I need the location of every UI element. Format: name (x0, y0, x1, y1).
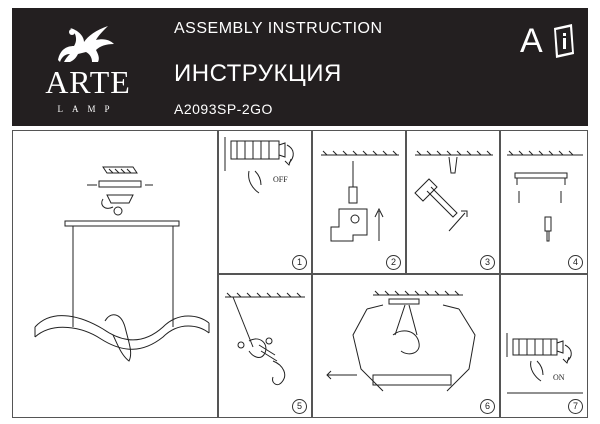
step-number-7: 7 (568, 399, 583, 414)
griffin-icon (58, 26, 114, 62)
brand-logo: ARTE LAMP (30, 18, 140, 118)
lamp-overview-drawing (34, 166, 210, 362)
step-1-cell: OFF 1 (218, 130, 312, 274)
step-4-cell: 4 (500, 130, 588, 274)
step-number-6: 6 (480, 399, 495, 414)
step-number-1: 1 (292, 255, 307, 270)
brand-subtitle: LAMP (57, 104, 119, 114)
switch-on-label: ON (553, 373, 565, 382)
step-number-4: 4 (568, 255, 583, 270)
hammer-drill-drawing (414, 150, 493, 232)
terminal-block-drawing (224, 137, 294, 194)
brand-name: ARTE (45, 64, 131, 100)
step-3-cell: 3 (406, 130, 500, 274)
lamp-hanging-drawing (326, 290, 476, 392)
step-2-cell: 2 (312, 130, 406, 274)
step-number-5: 5 (292, 399, 307, 414)
connector-drawing (321, 150, 399, 242)
step-number-3: 3 (480, 255, 495, 270)
instruction-grid: OFF 1 2 (12, 130, 588, 418)
step-7-cell: ON 7 (500, 274, 588, 418)
brand-letter: A (520, 22, 543, 60)
header-banner: ARTE LAMP ASSEMBLY INSTRUCTION ИНСТРУКЦИ… (12, 8, 588, 126)
info-book-icon (554, 24, 574, 58)
wiring-drawing (225, 292, 305, 386)
step-6-cell: 6 (312, 274, 500, 418)
switch-off-label: OFF (273, 175, 288, 184)
title-russian: ИНСТРУКЦИЯ (174, 60, 342, 87)
step-5-cell: 5 (218, 274, 312, 418)
title-english: ASSEMBLY INSTRUCTION (174, 20, 383, 37)
mounting-bar-drawing (507, 150, 583, 242)
model-number: A2093SP-2GO (174, 101, 273, 117)
step-number-2: 2 (386, 255, 401, 270)
overview-cell (12, 130, 218, 418)
terminal-block-on-drawing (506, 333, 583, 394)
